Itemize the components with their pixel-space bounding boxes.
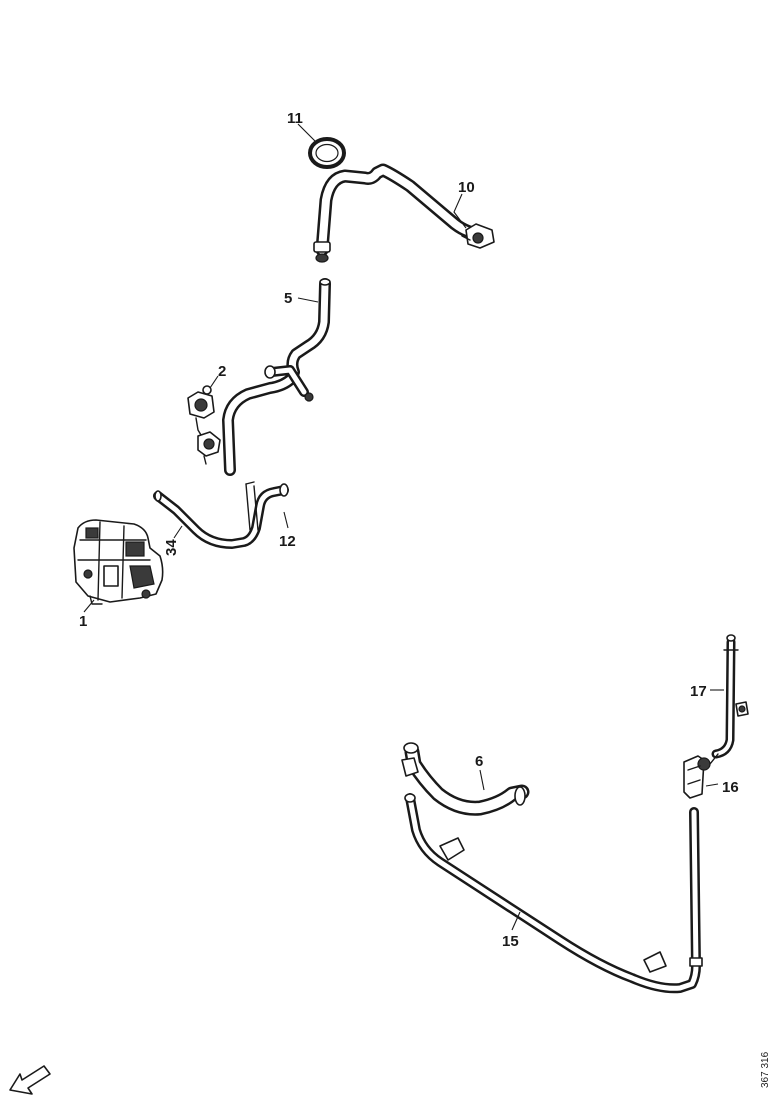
callout-5: 5 bbox=[284, 290, 292, 307]
callout-12: 12 bbox=[279, 533, 296, 550]
callout-34: 34 bbox=[163, 539, 180, 556]
leader-lines bbox=[83, 123, 724, 931]
part-16-coupling bbox=[683, 753, 719, 799]
callout-6: 6 bbox=[475, 753, 483, 770]
callout-11: 11 bbox=[287, 110, 303, 127]
callout-16: 16 bbox=[722, 779, 739, 796]
reference-code: 367 316 bbox=[760, 1051, 771, 1088]
part-2-hose-connector bbox=[187, 385, 221, 465]
callout-1: 1 bbox=[79, 613, 87, 630]
part-15-long-pipe bbox=[404, 793, 703, 994]
direction-arrow-icon bbox=[9, 1065, 51, 1095]
callout-10: 10 bbox=[458, 179, 475, 196]
part-5-coolant-pipe bbox=[222, 278, 331, 476]
part-6-lower-hose bbox=[401, 742, 530, 816]
part-10-upper-hose bbox=[313, 163, 495, 263]
part-17-vertical-tube bbox=[711, 634, 749, 759]
part-12-bent-pipe bbox=[153, 481, 289, 549]
callout-2: 2 bbox=[218, 363, 226, 380]
part-1-heater-unit bbox=[73, 519, 164, 605]
callout-17: 17 bbox=[690, 683, 707, 700]
part-11-seal-ring bbox=[308, 137, 346, 169]
callout-15: 15 bbox=[502, 933, 519, 950]
